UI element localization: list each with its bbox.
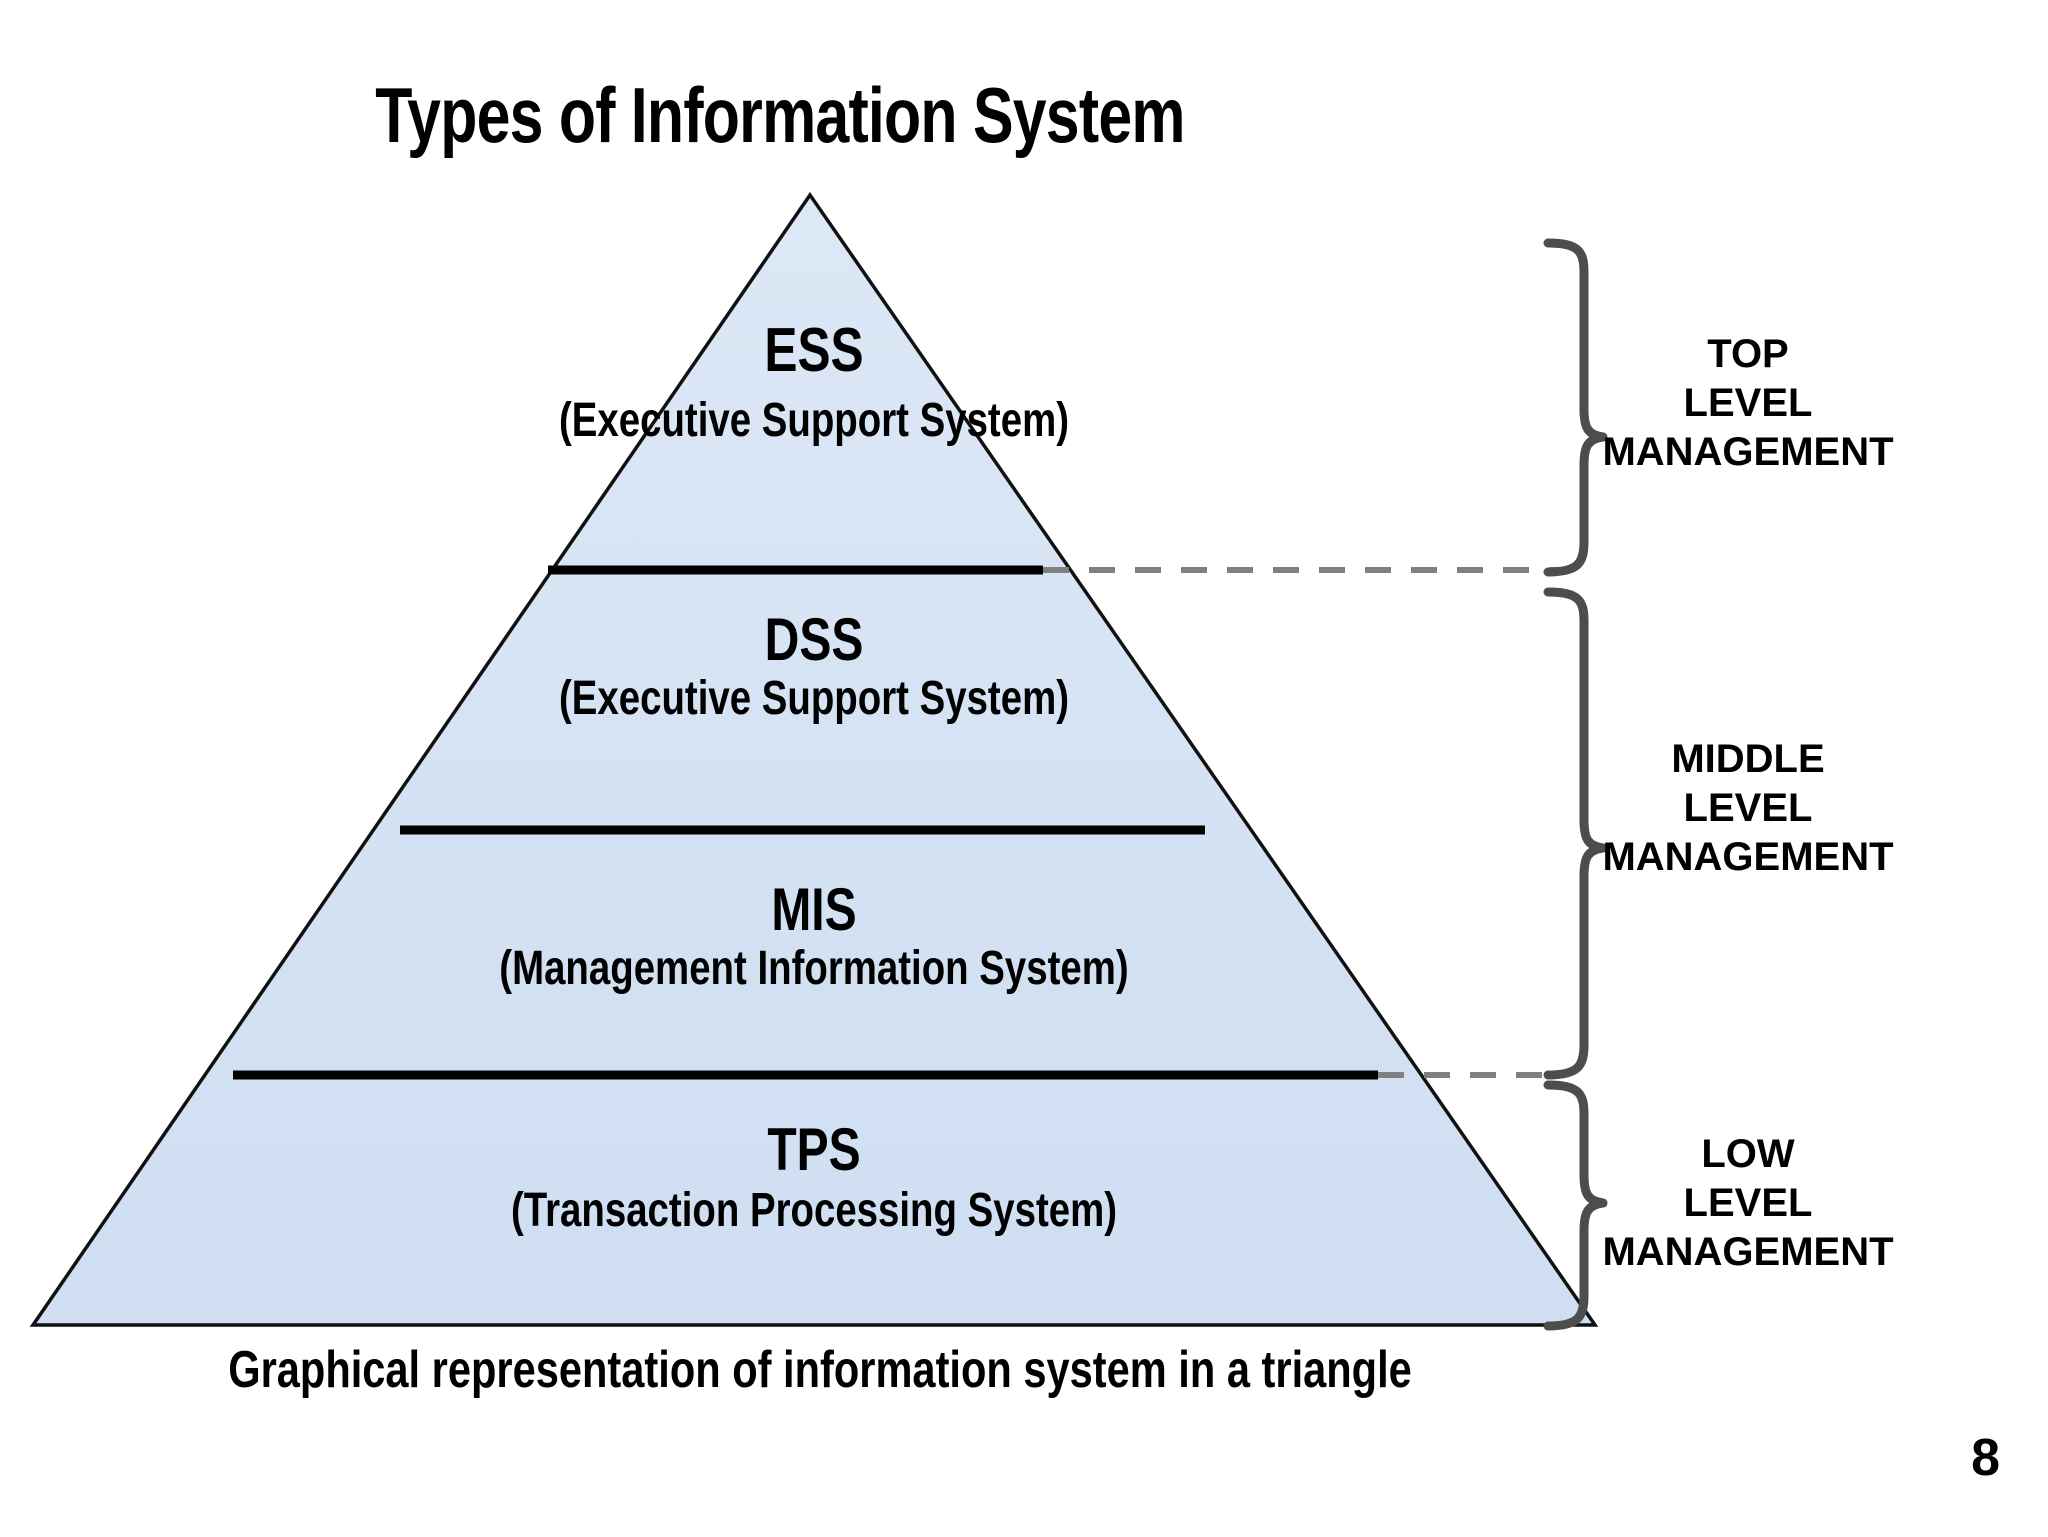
diagram-caption: Graphical representation of information … (228, 1341, 1412, 1399)
brace-low-level (1543, 1080, 1608, 1331)
brace-middle-level (1543, 587, 1608, 1080)
page-number: 8 (1971, 1429, 2000, 1487)
page-title: Types of Information System (375, 71, 1185, 159)
pyramid-body (29, 191, 1599, 1327)
brace-top-level (1543, 238, 1608, 577)
